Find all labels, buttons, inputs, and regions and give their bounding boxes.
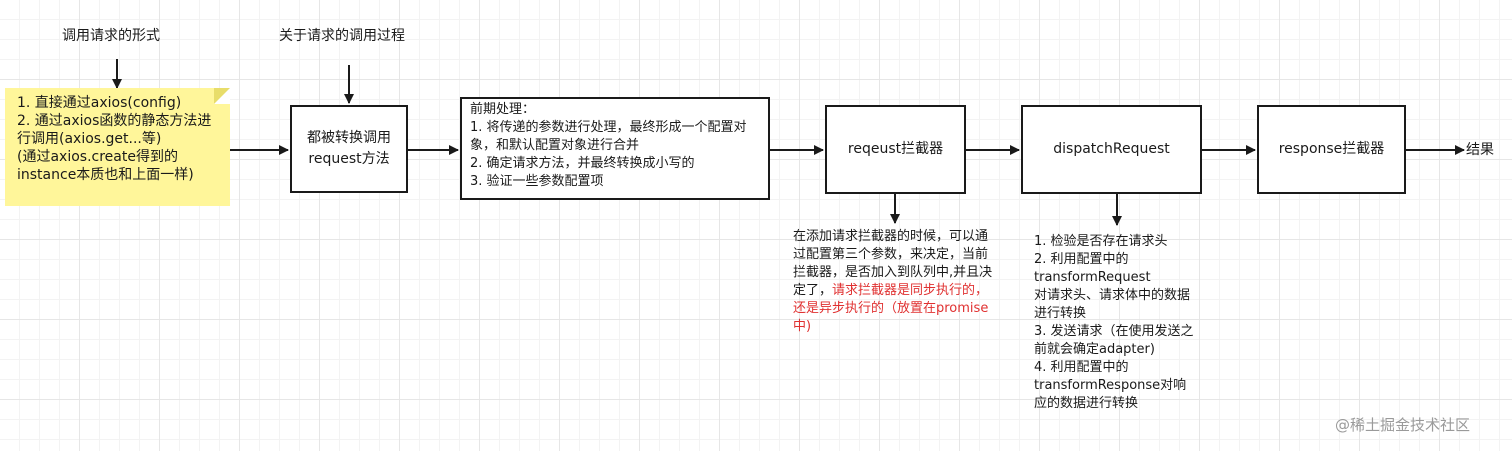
box-response-interceptor: response拦截器	[1257, 105, 1406, 194]
box-preprocess: 前期处理： 1. 将传递的参数进行处理，最终形成一个配置对象，和默认配置对象进行…	[460, 97, 770, 200]
note-interceptor-highlight: 请求拦截器是同步执行的，还是异步执行的（放置在promise中)	[793, 283, 989, 334]
note-interceptor-text: 在添加请求拦截器的时候，可以通过配置第三个参数，来决定，当前拦截器，是否加入到队…	[793, 229, 993, 298]
note-dispatch-request: 1. 检验是否存在请求头 2. 利用配置中的transformRequest 对…	[1034, 234, 1194, 411]
watermark: @稀土掘金技术社区	[1335, 416, 1471, 434]
label-request-forms: 调用请求的形式	[62, 28, 160, 44]
box-convert-request: 都被转换调用 request方法	[290, 105, 408, 193]
note-request-forms: 1. 直接通过axios(config) 2. 通过axios函数的静态方法进行…	[5, 88, 230, 206]
label-request-process: 关于请求的调用过程	[279, 28, 405, 44]
box-dispatch-request: dispatchRequest	[1021, 105, 1202, 194]
note-fold-corner	[214, 88, 230, 104]
note-request-interceptor: 在添加请求拦截器的时候，可以通过配置第三个参数，来决定，当前拦截器，是否加入到队…	[793, 228, 997, 336]
box-request-interceptor: reqeust拦截器	[825, 105, 966, 194]
label-result: 结果	[1466, 142, 1494, 158]
